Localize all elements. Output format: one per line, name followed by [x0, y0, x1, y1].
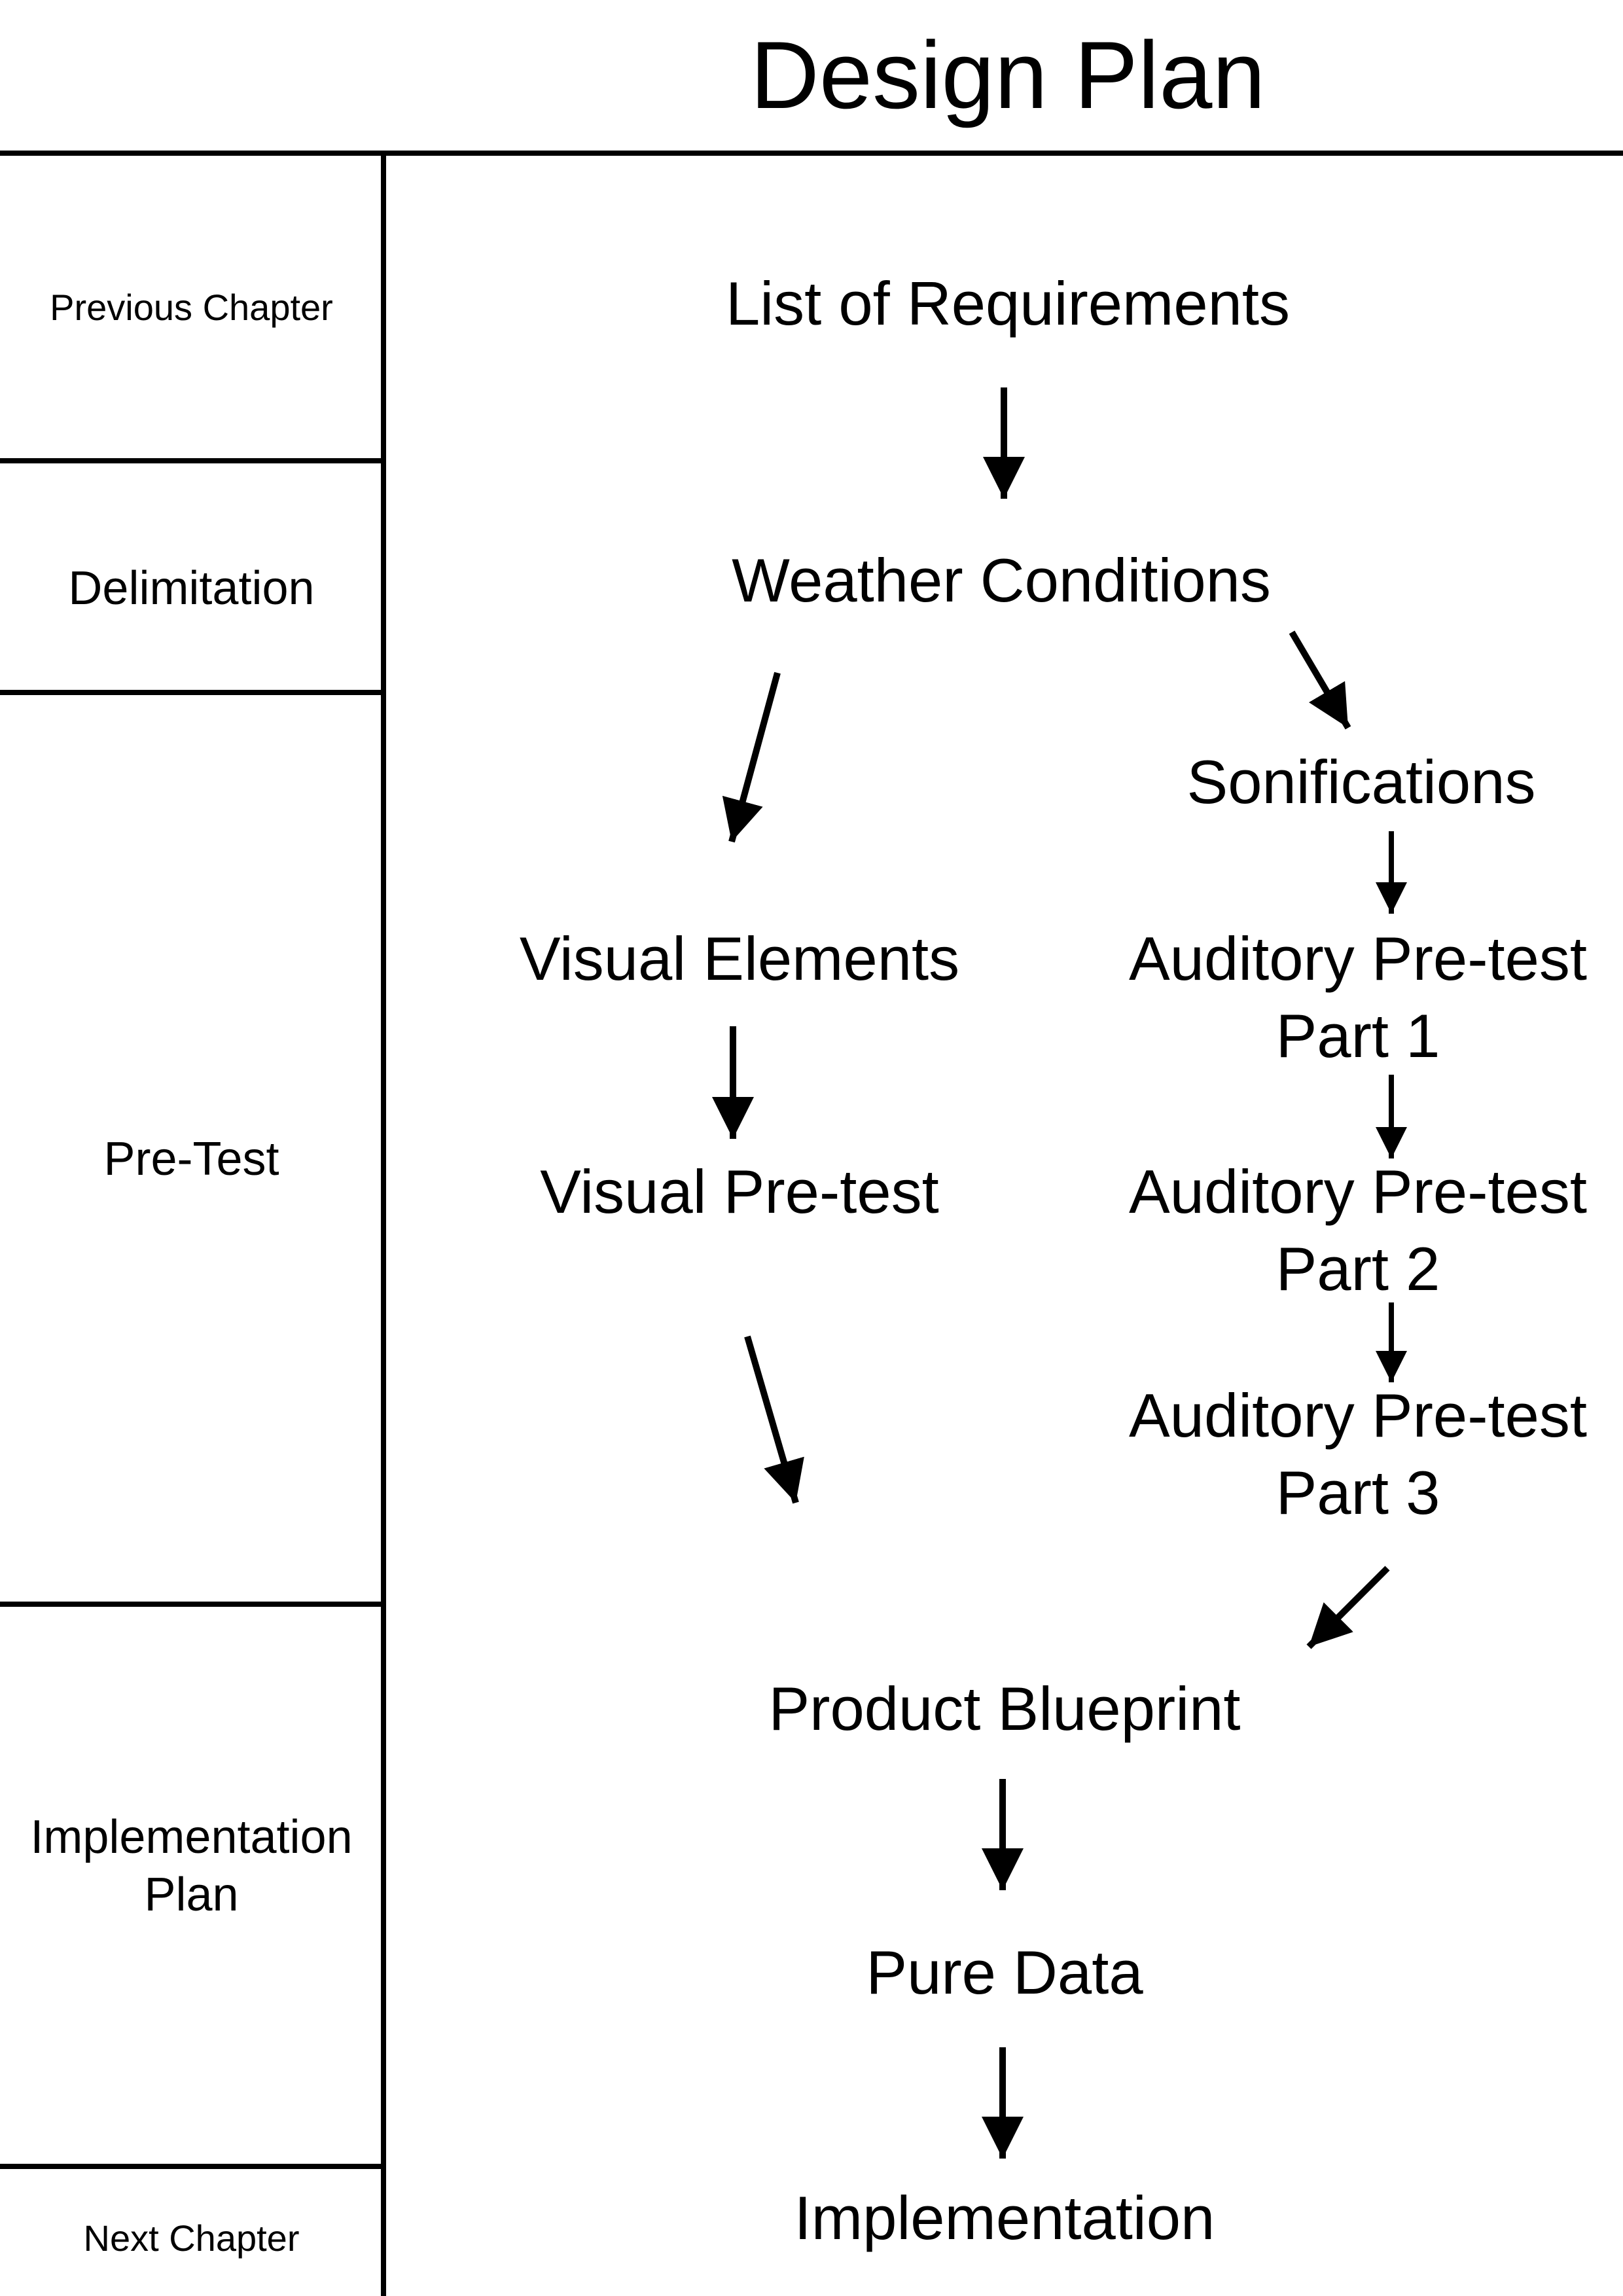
node-auditory-pretest-part-1: Auditory Pre-test Part 1 — [1128, 924, 1588, 1070]
node-list-of-requirements: List of Requirements — [725, 269, 1291, 338]
section-label-next-chapter: Next Chapter — [83, 2217, 300, 2259]
arrow-visual-pretest-to-blueprint — [744, 1335, 804, 1504]
node-pure-data: Pure Data — [866, 1938, 1143, 2007]
node-implementation: Implementation — [794, 2183, 1215, 2252]
section-label-implementation-plan: Implementation Plan — [30, 1811, 353, 1921]
node-visual-pretest: Visual Pre-test — [540, 1157, 939, 1226]
arrow-weather-to-sonifications — [1289, 630, 1351, 730]
arrow-auditory-3-to-blueprint — [1306, 1566, 1390, 1649]
node-visual-elements: Visual Elements — [519, 924, 960, 993]
node-sonifications: Sonifications — [1186, 747, 1536, 816]
page-title: Design Plan — [750, 22, 1266, 128]
node-product-blueprint: Product Blueprint — [768, 1674, 1241, 1743]
section-label-previous-chapter: Previous Chapter — [50, 287, 333, 328]
section-label-delimitation: Delimitation — [68, 562, 315, 615]
arrow-weather-to-visual-elements — [722, 672, 781, 843]
node-auditory-pretest-part-2: Auditory Pre-test Part 2 — [1128, 1157, 1588, 1303]
node-weather-conditions: Weather Conditions — [732, 546, 1271, 615]
section-label-pre-test: Pre-Test — [103, 1133, 279, 1185]
node-auditory-pretest-part-3: Auditory Pre-test Part 3 — [1128, 1381, 1588, 1527]
